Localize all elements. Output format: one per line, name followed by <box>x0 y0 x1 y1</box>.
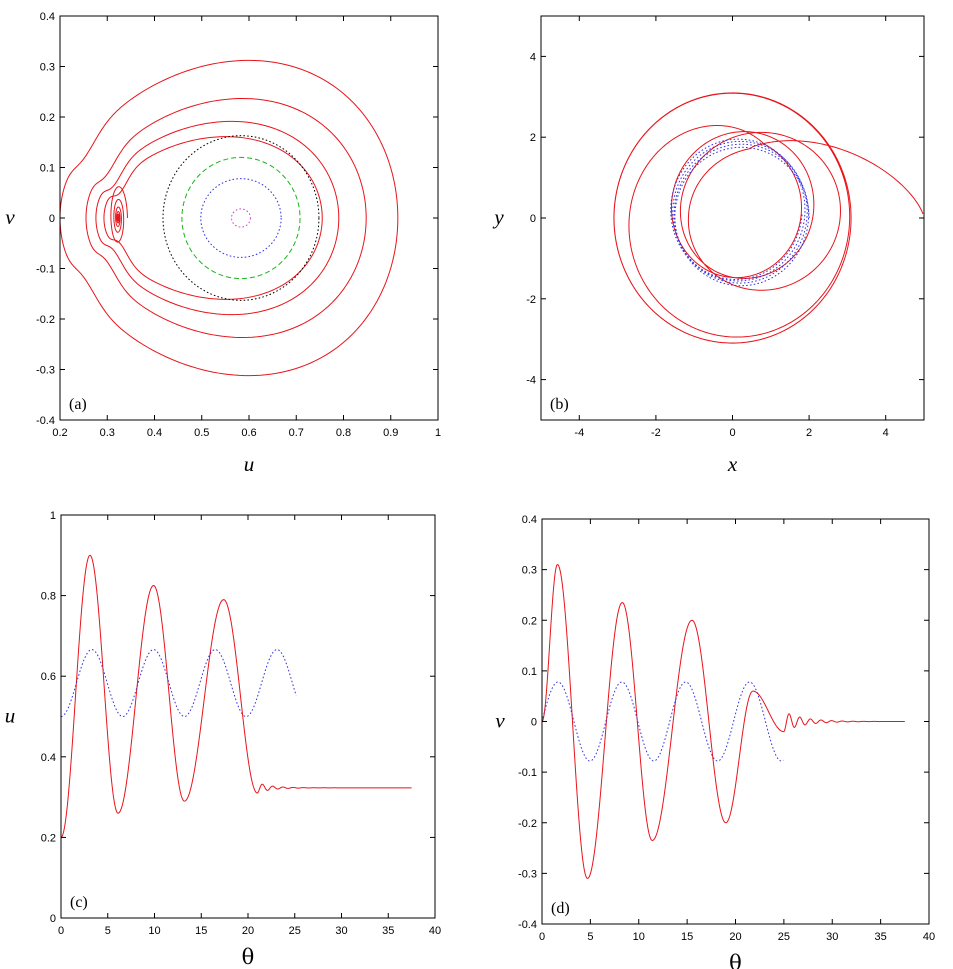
x-tick-label: 15 <box>195 925 207 937</box>
y-tick-label: 0.2 <box>41 832 56 844</box>
plot-area <box>61 554 412 838</box>
x-tick-label: -4 <box>574 427 584 439</box>
y-tick-label: 0 <box>531 717 537 729</box>
x-axis-label: θ <box>242 945 255 969</box>
y-tick-label: 0 <box>50 913 56 925</box>
x-tick-label: 0.4 <box>147 427 162 439</box>
y-tick-label: 0.4 <box>40 11 55 23</box>
x-tick-label: 0.6 <box>241 427 256 439</box>
orbit-red <box>613 92 924 344</box>
periodic-orbit <box>181 156 301 280</box>
x-tick-label: 4 <box>883 427 889 439</box>
plot-frame <box>540 15 925 421</box>
x-tick-label: 35 <box>875 931 887 943</box>
y-axis-label: u <box>5 704 16 728</box>
x-tick-label: 0.2 <box>52 427 67 439</box>
y-tick-label: 0 <box>49 213 55 225</box>
plot-frame <box>60 514 436 919</box>
separatrix-curve <box>60 59 399 377</box>
x-tick-label: 25 <box>778 931 790 943</box>
x-tick-label: 1 <box>435 427 441 439</box>
y-tick-label: 0.3 <box>522 565 537 577</box>
v-red-curve <box>542 564 905 879</box>
y-tick-label: -0.4 <box>36 415 55 427</box>
y-tick-label: 0.4 <box>41 752 56 764</box>
plot-area <box>542 564 905 879</box>
x-axis-label: θ <box>729 951 742 969</box>
y-tick-label: -0.4 <box>518 919 537 931</box>
x-tick-label: 10 <box>633 931 645 943</box>
y-tick-label: 0.4 <box>522 514 537 526</box>
x-tick-label: 25 <box>289 925 301 937</box>
panel-tag: (b) <box>550 396 569 413</box>
x-tick-label: 0.5 <box>194 427 209 439</box>
y-axis-label: v <box>5 205 15 229</box>
y-tick-label: 0.8 <box>41 591 56 603</box>
panel-tag: (a) <box>69 396 87 413</box>
y-tick-label: -0.3 <box>518 868 537 880</box>
x-tick-label: 0.9 <box>383 427 398 439</box>
y-tick-label: 0.3 <box>40 62 55 74</box>
x-tick-label: 30 <box>826 931 838 943</box>
periodic-orbit <box>231 208 251 228</box>
panel-a: 0.2 0.3 0.4 0.5 0.6 0.7 0.8 0.9 1 -0.4 -0.3 -0.2 -0.… <box>5 11 441 476</box>
periodic-orbit <box>162 135 320 301</box>
orbit-blue <box>670 138 810 287</box>
x-tick-label: 20 <box>729 931 741 943</box>
y-tick-label: -0.1 <box>518 767 537 779</box>
x-tick-label: 30 <box>335 925 347 937</box>
v-blue-curve <box>542 681 784 762</box>
y-tick-label: 1 <box>50 510 56 522</box>
panel-tag: (d) <box>551 900 570 917</box>
separatrix-curve <box>95 120 340 316</box>
spiral-focus-curve <box>110 186 128 243</box>
x-tick-label: 40 <box>429 925 441 937</box>
y-tick-label: -0.1 <box>36 264 55 276</box>
x-tick-label: -2 <box>651 427 661 439</box>
x-tick-label: 5 <box>105 925 111 937</box>
y-tick-label: -0.2 <box>36 314 55 326</box>
plot-area <box>60 59 399 377</box>
y-tick-label: -0.2 <box>518 818 537 830</box>
y-tick-label: -2 <box>526 294 536 306</box>
panel-d: 0 5 10 15 20 25 30 35 40 -0.4 -0.3 -0.2 -0.1 0 0.1 0.2 0… <box>495 514 935 969</box>
y-tick-label: 4 <box>530 51 536 63</box>
plot-area <box>613 92 924 344</box>
separatrix-curve <box>103 136 323 300</box>
y-tick-label: 0.1 <box>522 666 537 678</box>
x-tick-label: 40 <box>923 931 935 943</box>
x-axis-label: u <box>244 452 255 476</box>
y-tick-label: 0.2 <box>522 615 537 627</box>
x-tick-label: 20 <box>242 925 254 937</box>
y-tick-label: 0.2 <box>40 112 55 124</box>
y-tick-label: 0.1 <box>40 163 55 175</box>
periodic-orbit <box>200 178 282 258</box>
x-tick-label: 0 <box>539 931 545 943</box>
y-tick-label: 0.6 <box>41 671 56 683</box>
y-axis-label: v <box>495 709 505 733</box>
panel-b: -4 -2 0 2 4 -4 -2 0 2 4 x y (b) <box>492 15 925 476</box>
y-tick-label: 2 <box>530 132 536 144</box>
x-tick-label: 0.8 <box>336 427 351 439</box>
x-tick-label: 5 <box>587 931 593 943</box>
panel-tag: (c) <box>70 894 88 911</box>
x-tick-label: 0.7 <box>289 427 304 439</box>
y-axis-label: y <box>492 205 504 229</box>
y-tick-label: -0.3 <box>36 365 55 377</box>
u-blue-curve <box>61 649 297 717</box>
separatrix-curve <box>85 97 367 339</box>
x-axis-label: x <box>727 452 738 476</box>
x-tick-label: 2 <box>806 427 812 439</box>
x-tick-label: 0 <box>729 427 735 439</box>
x-tick-label: 0 <box>58 925 64 937</box>
x-tick-label: 0.3 <box>100 427 115 439</box>
y-tick-label: -4 <box>526 375 536 387</box>
y-tick-label: 0 <box>530 213 536 225</box>
x-tick-label: 15 <box>681 931 693 943</box>
u-red-curve <box>61 554 412 838</box>
panel-c: 0 5 10 15 20 25 30 35 40 0 0.2 0.4 0.6 0.8 1 θ u (c) <box>5 510 441 969</box>
x-tick-label: 10 <box>148 925 160 937</box>
x-tick-label: 35 <box>382 925 394 937</box>
